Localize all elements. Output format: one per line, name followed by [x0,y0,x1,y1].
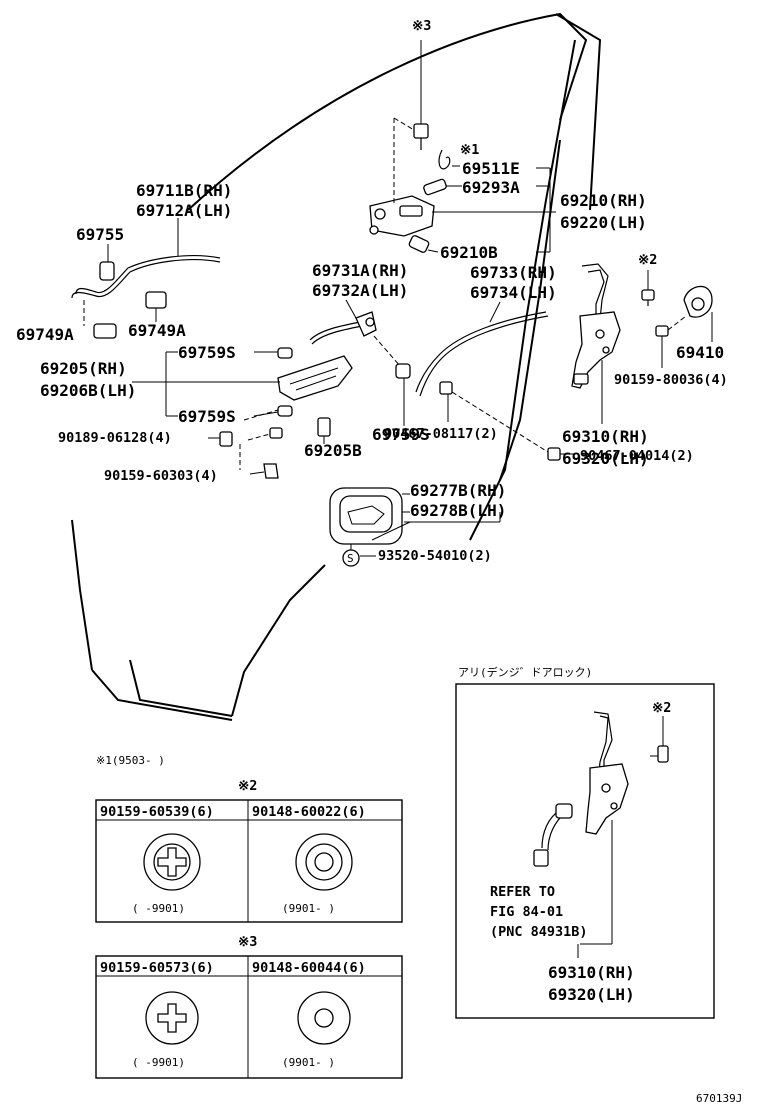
part-90159-80036: 90159-80036(4) [614,372,728,388]
inset-refer-line-2: FIG 84-01 [490,904,563,920]
inset-part-69310-rh: 69310(RH) [548,963,635,982]
part-69320-lh: 69320(LH) [562,449,649,468]
door-lock-main [547,263,713,461]
part-69206B-lh: 69206B(LH) [40,381,136,400]
inset-part-69320-lh: 69320(LH) [548,985,635,1004]
inset-refer-line-1: REFER TO [490,884,555,900]
table-3-left-range: ( -9901) [132,1056,185,1069]
part-69278B-lh: 69278B(LH) [410,501,506,520]
screw-table-2 [95,799,403,923]
table-2-left-part: 90159-60539(6) [100,804,214,820]
s-mark: S [347,552,354,565]
note-mark-2-inset: ※2 [652,700,671,716]
part-93520-54010: 93520-54010(2) [378,548,492,564]
part-69732A-lh: 69732A(LH) [312,281,408,300]
note-mark-2-right: ※2 [638,252,657,268]
table-3-mark: ※3 [238,934,257,950]
power-lock-inset [455,683,715,1019]
part-69759S-c: 69759S [372,425,430,444]
part-69310-rh: 69310(RH) [562,427,649,446]
part-69733-rh: 69733(RH) [470,263,557,282]
figure-code: 670139J [696,1092,742,1105]
part-69277B-rh: 69277B(RH) [410,481,506,500]
inset-refer-line-3: (PNC 84931B) [490,924,588,940]
part-69511E: 69511E [462,159,520,178]
table-3-right-range: (9901- ) [282,1056,335,1069]
part-90467-08117: 90467-08117(2) [384,426,498,442]
table-2-left-range: ( -9901) [132,902,185,915]
part-69293A: 69293A [462,178,520,197]
table-3-right-part: 90148-60044(6) [252,960,366,976]
inside-lock-rod [309,299,401,367]
part-90467-04014: 90467-04014(2) [580,448,694,464]
part-69410: 69410 [676,343,724,362]
table-2-right-range: (9901- ) [282,902,335,915]
part-69749A-left: 69749A [16,325,74,344]
part-69731A-rh: 69731A(RH) [312,261,408,280]
part-69210-rh: 69210(RH) [560,191,647,210]
part-90189-06128: 90189-06128(4) [58,430,172,446]
outside-rod [71,218,221,339]
part-69759S-b: 69759S [178,407,236,426]
leaders-handle [132,351,325,475]
leaders-upper [427,165,556,253]
table-2-mark: ※2 [238,778,257,794]
part-69755: 69755 [76,225,124,244]
part-90159-60303: 90159-60303(4) [104,468,218,484]
note-1-date-range: ※1(9503- ) [96,754,165,767]
part-69210B: 69210B [440,243,498,262]
part-69712A-lh: 69712A(LH) [136,201,232,220]
part-69205-rh: 69205(RH) [40,359,127,378]
part-69205B: 69205B [304,441,362,460]
screw-table-3 [95,955,403,1079]
part-69759S-a: 69759S [178,343,236,362]
inside-handle-bezel [329,487,501,567]
part-69734-lh: 69734(LH) [470,283,557,302]
note-mark-3-top: ※3 [412,18,431,34]
table-2-right-part: 90148-60022(6) [252,804,366,820]
part-69220-lh: 69220(LH) [560,213,647,232]
part-69711B-rh: 69711B(RH) [136,181,232,200]
inside-handle-rod [395,301,549,453]
part-69749A-right: 69749A [128,321,186,340]
inset-title: アリ(デンジ゛ドアロック) [458,665,592,679]
note-mark-1-top: ※1 [460,142,479,158]
door-lock-assembly [369,40,451,253]
table-3-left-part: 90159-60573(6) [100,960,214,976]
